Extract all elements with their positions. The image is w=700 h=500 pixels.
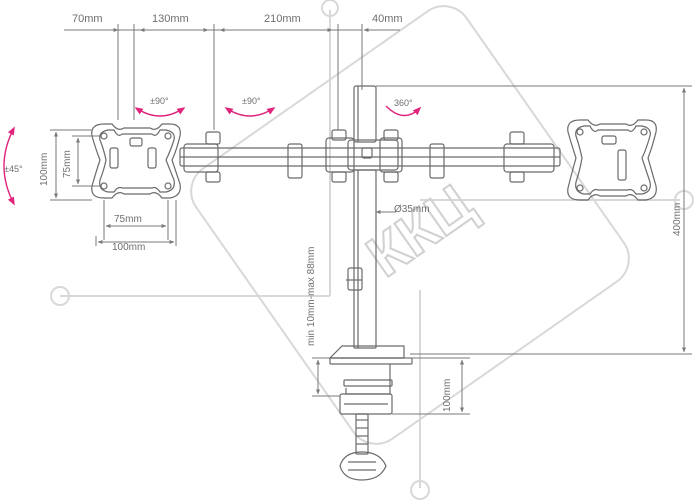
- watermark: [50, 0, 694, 500]
- dim-top-210: 210mm: [264, 13, 301, 25]
- dim-top-70: 70mm: [72, 13, 103, 25]
- dim-top-130: 130mm: [152, 13, 189, 25]
- dim-bottom-75: 75mm: [114, 214, 142, 225]
- dim-clamp-100: 100mm: [442, 379, 453, 412]
- height-400-dim: [376, 85, 692, 355]
- vesa-plate-right: [567, 119, 657, 201]
- clamp-100-dim: [392, 357, 470, 415]
- desk-clamp: [328, 345, 413, 481]
- dim-left-75: 75mm: [62, 150, 73, 178]
- rotation-tilt: ±45°: [4, 164, 23, 174]
- swivel-arrow-b: [224, 107, 276, 117]
- dim-pole-diameter: Ø35mm: [394, 204, 430, 215]
- dim-top-40: 40mm: [372, 13, 403, 25]
- tilt-arrow: [3, 126, 15, 206]
- rotation-swivel-a: ±90°: [150, 96, 169, 106]
- rotate-360-arrow: [385, 105, 422, 117]
- clamp-range-dim: [312, 357, 340, 397]
- rotation-swivel-b: ±90°: [242, 96, 261, 106]
- vesa-plate-left: [91, 123, 181, 199]
- watermark-text: ККЦ: [355, 171, 485, 289]
- rotation-360: 360°: [394, 98, 413, 108]
- dim-clamp-range: min 10mm-max 88mm: [306, 247, 317, 346]
- dim-bottom-100: 100mm: [112, 242, 145, 253]
- dim-height-400: 400mm: [672, 203, 683, 236]
- crossbar-arm: [179, 129, 561, 183]
- dim-left-100: 100mm: [39, 153, 50, 186]
- left-plate-dimensions: [50, 129, 177, 246]
- top-dimension-chain: [64, 24, 400, 130]
- support-pole: [346, 85, 377, 349]
- swivel-arrow-a: [134, 107, 186, 117]
